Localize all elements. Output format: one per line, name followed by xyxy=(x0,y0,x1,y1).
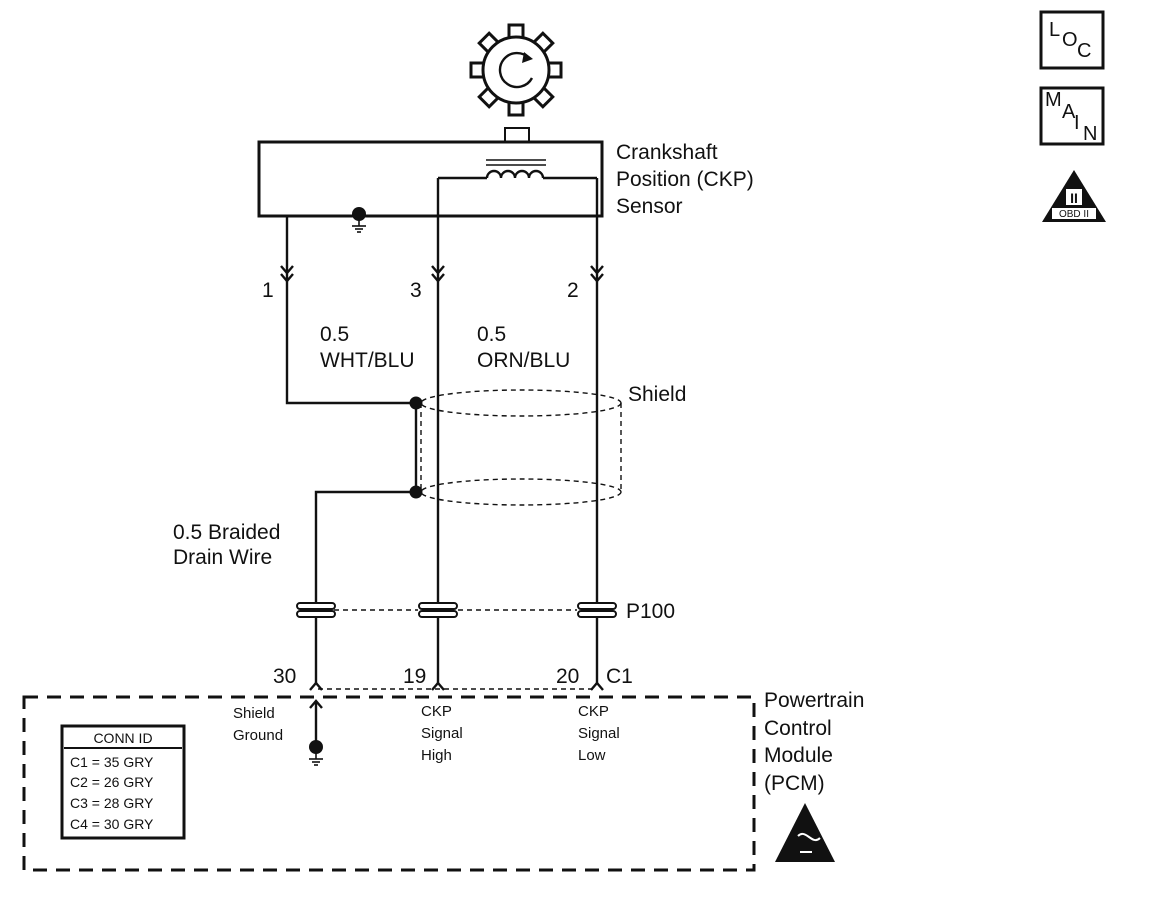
shield-splice-bottom xyxy=(409,485,423,499)
pcm-pin-description: CKP Signal Low xyxy=(578,703,624,764)
conn-id-row: C2 = 26 GRY xyxy=(70,774,154,790)
loc-letter: O xyxy=(1062,29,1078,51)
main-letter: N xyxy=(1083,123,1097,145)
pin-desc-line: Shield xyxy=(233,705,275,722)
sensor-pin-number: 2 xyxy=(567,279,579,302)
main-icon[interactable]: M A I N xyxy=(1039,86,1105,146)
drain-wire-label: 0.5 Braided Drain Wire xyxy=(173,521,286,569)
wire-paths xyxy=(285,178,599,684)
pcm-label: Powertrain Control Module (PCM) xyxy=(764,689,870,795)
pcm-pin-description: Shield Ground xyxy=(233,705,283,744)
shield-label: Shield xyxy=(628,383,686,406)
loc-letter: C xyxy=(1077,40,1091,62)
main-letter: I xyxy=(1074,112,1080,134)
sensor-label-line: Crankshaft xyxy=(616,141,718,164)
sensor-label-line: Position (CKP) xyxy=(616,168,754,191)
inline-connector-label: P100 xyxy=(626,600,675,623)
shield-cylinder xyxy=(420,389,622,506)
pcm-pin-number: 20 xyxy=(556,665,579,688)
pcm-label-line: Control xyxy=(764,717,832,740)
pcm-pin-number: 19 xyxy=(403,665,426,688)
wire-drain xyxy=(314,490,416,684)
conn-id-row: C1 = 35 GRY xyxy=(70,754,154,770)
sensor-label: Crankshaft Position (CKP) Sensor xyxy=(616,141,760,218)
obd-caption: OBD II xyxy=(1059,209,1089,220)
wire-color: WHT/BLU xyxy=(320,349,415,372)
inline-connector-p100 xyxy=(296,602,617,618)
main-letter: A xyxy=(1062,101,1076,123)
shield-splice-top xyxy=(409,396,423,410)
pcm-pin-number: 30 xyxy=(273,665,296,688)
sensor-pin-number: 3 xyxy=(410,279,422,302)
pin-desc-line: Signal xyxy=(421,725,463,742)
pcm-label-line: Module xyxy=(764,744,833,767)
wire-wht-blu xyxy=(285,216,416,405)
wire-color: ORN/BLU xyxy=(477,349,570,372)
pcm-label-line: (PCM) xyxy=(764,772,825,795)
sensor-pin-number: 1 xyxy=(262,279,274,302)
pin-desc-line: High xyxy=(421,747,452,764)
wire-label-orn-blu: 0.5 ORN/BLU xyxy=(477,323,570,372)
sensor-label-line: Sensor xyxy=(616,195,683,218)
wire-gauge: 0.5 xyxy=(320,323,349,346)
conn-id-row: C4 = 30 GRY xyxy=(70,816,154,832)
ckp-sensor-body xyxy=(257,127,604,233)
pcm-pin-description: CKP Signal High xyxy=(421,703,467,764)
loc-letter: L xyxy=(1049,19,1060,41)
conn-id-table: CONN ID C1 = 35 GRY C2 = 26 GRY C3 = 28 … xyxy=(60,724,186,840)
obd-ii-icon[interactable]: II OBD II xyxy=(1042,170,1106,222)
wire-gauge: 0.5 xyxy=(477,323,506,346)
pin-desc-line: CKP xyxy=(578,703,609,720)
conn-id-title: CONN ID xyxy=(93,730,152,746)
pin-desc-line: Signal xyxy=(578,725,620,742)
pin-desc-line: CKP xyxy=(421,703,452,720)
pcm-label-line: Powertrain xyxy=(764,689,864,712)
drain-wire-label-line: 0.5 Braided xyxy=(173,521,280,544)
obd-numeral: II xyxy=(1070,190,1078,206)
wire-label-wht-blu: 0.5 WHT/BLU xyxy=(320,323,415,372)
reluctor-wheel-icon xyxy=(469,23,563,117)
esd-warning-icon xyxy=(775,803,835,862)
main-letter: M xyxy=(1045,89,1062,111)
pcm-connector-label: C1 xyxy=(606,665,633,688)
loc-icon[interactable]: L O C xyxy=(1039,10,1105,70)
pin-desc-line: Ground xyxy=(233,727,283,744)
pcm-body xyxy=(22,681,756,872)
drain-wire-label-line: Drain Wire xyxy=(173,546,272,569)
pin-desc-line: Low xyxy=(578,747,606,764)
sensor-connector-chevrons xyxy=(280,265,604,283)
conn-id-row: C3 = 28 GRY xyxy=(70,795,154,811)
